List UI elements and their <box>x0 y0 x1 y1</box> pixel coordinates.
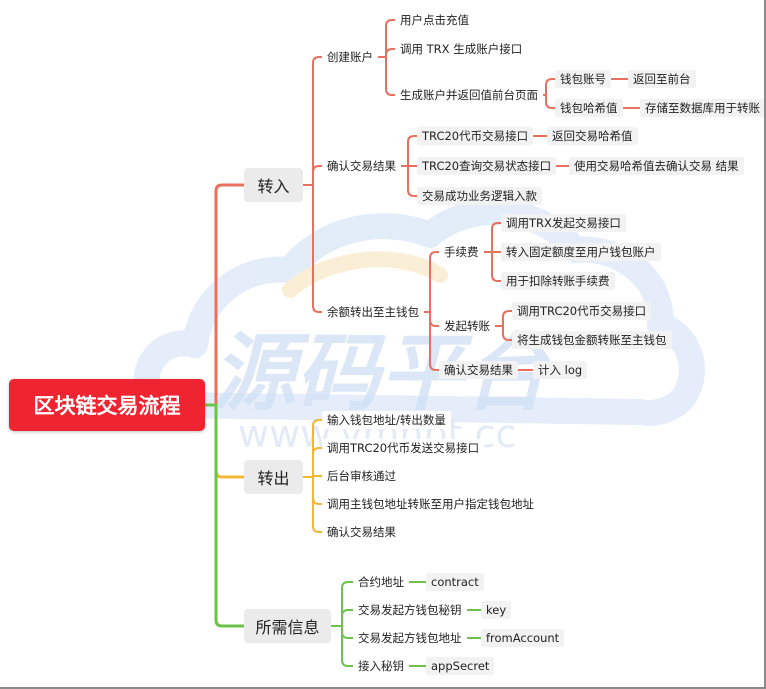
branch-label: 所需信息 <box>255 618 320 637</box>
node-access-secret[interactable]: 接入秘钥 <box>353 657 409 675</box>
node-app-secret[interactable]: appSecret <box>426 657 495 675</box>
node-start-transfer[interactable]: 发起转账 <box>439 317 495 335</box>
node-key[interactable]: key <box>481 601 512 619</box>
node-sender-address[interactable]: 交易发起方钱包地址 <box>353 629 467 647</box>
node-deposit-logic[interactable]: 交易成功业务逻辑入款 <box>417 187 542 205</box>
node-sweep-amount[interactable]: 将生成钱包金额转账至主钱包 <box>512 331 672 349</box>
node-sweep-to-main[interactable]: 余额转出至主钱包 <box>322 303 424 321</box>
connector <box>374 19 396 96</box>
connector <box>419 251 440 371</box>
node-confirm-result-out[interactable]: 确认交易结果 <box>322 523 401 541</box>
node-contract[interactable]: contract <box>426 573 484 591</box>
connector <box>203 183 246 407</box>
node-call-trc20-trade[interactable]: 调用TRC20代币交易接口 <box>512 302 652 320</box>
node-user-click-recharge[interactable]: 用户点击充值 <box>395 11 474 29</box>
node-transfer-fixed[interactable]: 转入固定额度至用户钱包账户 <box>501 243 661 261</box>
root-label: 区块链交易流程 <box>33 394 181 418</box>
connector <box>396 135 418 197</box>
node-contract-address[interactable]: 合约地址 <box>353 573 409 591</box>
node-fee-deduct[interactable]: 用于扣除转账手续费 <box>501 272 615 290</box>
node-wallet-hash[interactable]: 钱包哈希值 <box>555 99 623 117</box>
node-call-trc20-send[interactable]: 调用TRC20代币发送交易接口 <box>322 439 485 457</box>
node-call-trx-create-account[interactable]: 调用 TRX 生成账户接口 <box>395 40 528 58</box>
connector <box>493 310 513 341</box>
node-log[interactable]: 计入 log <box>533 361 588 379</box>
node-fee[interactable]: 手续费 <box>439 243 484 261</box>
node-store-db[interactable]: 存储至数据库用于转账 <box>640 99 765 117</box>
node-return-frontend[interactable]: 返回至前台 <box>628 70 696 88</box>
node-from-account[interactable]: fromAccount <box>481 629 565 647</box>
node-main-to-user[interactable]: 调用主钱包地址转账至用户指定钱包地址 <box>322 495 539 513</box>
node-admin-approve[interactable]: 后台审核通过 <box>322 467 401 485</box>
branch-label: 转出 <box>257 469 290 488</box>
connector <box>203 403 246 628</box>
root-node[interactable]: 区块链交易流程 <box>9 379 205 431</box>
branch-transfer-out[interactable]: 转出 <box>244 460 303 494</box>
branch-transfer-in[interactable]: 转入 <box>244 168 303 202</box>
connector <box>302 56 323 313</box>
node-use-hash-confirm[interactable]: 使用交易哈希值去确认交易 结果 <box>569 157 744 175</box>
node-confirm-result[interactable]: 确认交易结果 <box>322 157 401 175</box>
connector <box>482 222 502 282</box>
node-trc20-query-status[interactable]: TRC20查询交易状态接口 <box>417 157 557 175</box>
connector <box>330 581 354 667</box>
node-generate-account-return[interactable]: 生成账户并返回值前台页面 <box>395 86 543 104</box>
node-confirm-result-2[interactable]: 确认交易结果 <box>439 361 518 379</box>
node-wallet-account[interactable]: 钱包账号 <box>555 70 611 88</box>
node-call-trx-trade[interactable]: 调用TRX发起交易接口 <box>501 214 626 232</box>
connector <box>203 403 246 479</box>
branch-required-info[interactable]: 所需信息 <box>244 609 331 643</box>
node-sender-key[interactable]: 交易发起方钱包秘钥 <box>353 601 467 619</box>
node-input-address[interactable]: 输入钱包地址/转出数量 <box>322 411 451 429</box>
node-trc20-trade-api[interactable]: TRC20代币交易接口 <box>417 127 534 145</box>
node-create-account[interactable]: 创建账户 <box>322 48 378 66</box>
branch-label: 转入 <box>257 177 290 196</box>
node-return-hash[interactable]: 返回交易哈希值 <box>547 127 638 145</box>
connector <box>302 419 323 533</box>
